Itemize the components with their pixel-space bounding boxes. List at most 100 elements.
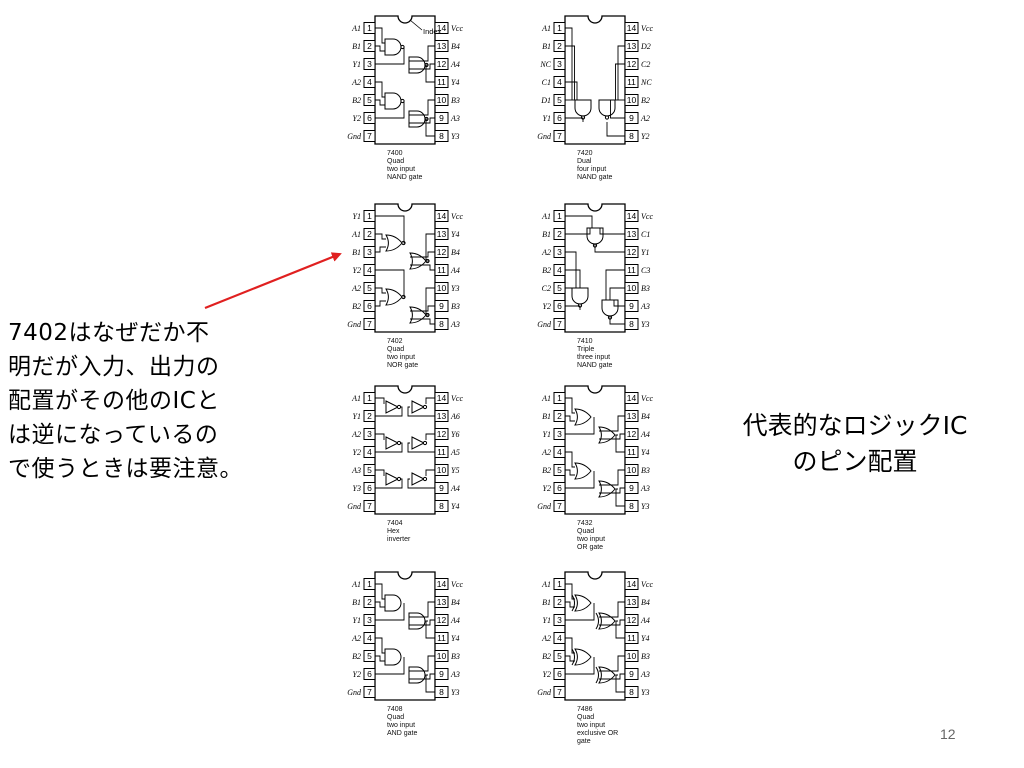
pin-box bbox=[553, 318, 566, 330]
pin-number: 2 bbox=[557, 411, 562, 421]
pin-label: A1 bbox=[351, 580, 361, 589]
ic-caption: 7410 Triple three input NAND gate bbox=[577, 338, 613, 369]
pin-label: Y1 bbox=[543, 616, 551, 625]
index-pointer bbox=[409, 19, 423, 31]
wire bbox=[565, 81, 578, 100]
pin-label: Y1 bbox=[353, 212, 361, 221]
pin-number: 11 bbox=[437, 265, 446, 275]
pin-number: 7 bbox=[557, 319, 562, 329]
wire bbox=[375, 47, 405, 65]
pin-label: Y1 bbox=[543, 114, 551, 123]
pin-label: Y1 bbox=[353, 412, 361, 421]
wire bbox=[375, 657, 405, 675]
pin-box bbox=[553, 130, 566, 142]
pin-label: A2 bbox=[541, 448, 551, 457]
logic-gate bbox=[385, 234, 406, 252]
logic-gate bbox=[385, 400, 402, 414]
index-label: Index bbox=[423, 27, 442, 36]
pin-number: 1 bbox=[557, 579, 562, 589]
pin-number: 5 bbox=[557, 283, 562, 293]
pin-label: Y3 bbox=[353, 484, 361, 493]
pin-label: C3 bbox=[641, 266, 650, 275]
pin-number: 13 bbox=[627, 41, 637, 51]
wire bbox=[594, 244, 625, 253]
pin-label: A3 bbox=[450, 670, 460, 679]
pin-number: 14 bbox=[437, 23, 447, 33]
wire bbox=[410, 318, 435, 325]
pin-number: 6 bbox=[557, 483, 562, 493]
logic-gate bbox=[408, 612, 426, 630]
ic-body bbox=[564, 15, 626, 145]
pin-label: B3 bbox=[451, 302, 460, 311]
logic-gate bbox=[411, 472, 428, 486]
logic-gate bbox=[595, 612, 616, 630]
pin-number: 10 bbox=[437, 283, 447, 293]
pin-label: B2 bbox=[542, 466, 551, 475]
pin-label: A2 bbox=[351, 430, 361, 439]
pin-label: Y1 bbox=[641, 248, 649, 257]
pin-number: 12 bbox=[627, 247, 637, 257]
pin-number: 1 bbox=[367, 579, 372, 589]
wire bbox=[409, 117, 435, 124]
pin-label: Gnd bbox=[537, 688, 552, 697]
pin-label: A4 bbox=[640, 616, 650, 625]
pin-label: B4 bbox=[451, 598, 460, 607]
logic-gate bbox=[385, 472, 402, 486]
wire bbox=[565, 471, 595, 489]
pin-number: 14 bbox=[627, 23, 637, 33]
pin-number: 9 bbox=[439, 301, 444, 311]
wire bbox=[425, 433, 435, 440]
wire bbox=[599, 655, 625, 672]
logic-gate bbox=[574, 462, 592, 480]
pin-number: 13 bbox=[437, 229, 447, 239]
pin-label: Y3 bbox=[641, 502, 649, 511]
pin-label: B4 bbox=[451, 248, 460, 257]
wire bbox=[375, 469, 385, 476]
wire bbox=[565, 637, 575, 654]
wire bbox=[375, 99, 385, 106]
wire bbox=[615, 488, 625, 507]
pin-number: 10 bbox=[627, 651, 637, 661]
pin-number: 14 bbox=[627, 211, 637, 221]
wire bbox=[425, 64, 435, 83]
ic-caption: 7408 Quad two input AND gate bbox=[387, 706, 418, 737]
pin-number: 3 bbox=[557, 247, 562, 257]
warning-note: 7402はなぜだか不 明だが入力、出力の 配置がその他のICと は逆になっている… bbox=[8, 320, 243, 482]
wire bbox=[617, 45, 625, 100]
pin-number: 14 bbox=[437, 393, 447, 403]
pin-number: 4 bbox=[367, 77, 372, 87]
pin-label: A3 bbox=[450, 114, 460, 123]
wire bbox=[407, 478, 435, 489]
pin-number: 12 bbox=[627, 615, 637, 625]
wire bbox=[410, 251, 435, 258]
pin-label: Gnd bbox=[347, 320, 362, 329]
pin-number: 3 bbox=[557, 59, 562, 69]
pin-label: B2 bbox=[352, 302, 361, 311]
ic-body bbox=[374, 203, 436, 333]
pin-box bbox=[624, 76, 639, 88]
wire bbox=[610, 100, 625, 119]
pin-label: A4 bbox=[640, 430, 650, 439]
pin-number: 11 bbox=[627, 77, 636, 87]
pin-number: 2 bbox=[367, 597, 372, 607]
pin-label: C2 bbox=[542, 284, 551, 293]
pin-box bbox=[434, 578, 449, 590]
pin-label: Y4 bbox=[641, 634, 649, 643]
wire bbox=[565, 117, 584, 122]
pin-number: 1 bbox=[367, 393, 372, 403]
pin-label: Y4 bbox=[451, 634, 459, 643]
pin-number: 1 bbox=[557, 23, 562, 33]
ic-body bbox=[374, 385, 436, 515]
wire bbox=[375, 215, 405, 244]
pin-label: D1 bbox=[540, 96, 551, 105]
logic-gate bbox=[571, 648, 592, 666]
wire bbox=[599, 228, 625, 235]
pin-label: B3 bbox=[451, 96, 460, 105]
pin-label: B2 bbox=[352, 652, 361, 661]
pin-number: 1 bbox=[557, 393, 562, 403]
pin-number: 7 bbox=[557, 131, 562, 141]
